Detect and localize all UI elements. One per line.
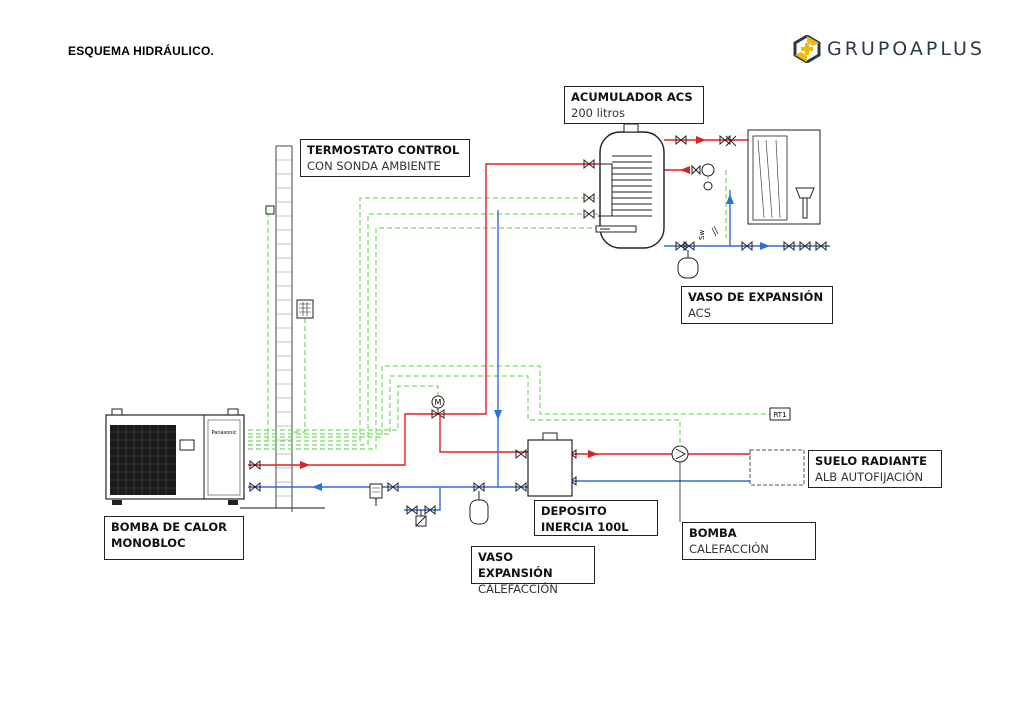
flow-arrow-icon — [760, 242, 770, 250]
valve-icon — [387, 481, 399, 493]
valve-icon — [249, 481, 261, 493]
flow-arrow-icon — [588, 450, 598, 458]
heat-pump-unit: Panasonic — [105, 408, 245, 505]
valve-icon — [799, 240, 811, 252]
label-termostato-control: TERMOSTATO CONTROL CON SONDA AMBIENTE — [300, 139, 470, 177]
filter — [369, 483, 383, 506]
label-vaso-expansion-calefaccion: VASO EXPANSIÓN CALEFACCIÓN — [471, 546, 595, 596]
heating-expansion-vessel — [469, 491, 489, 525]
label-vaso-expansion-acs: VASO DE EXPANSIÓN ACS — [681, 286, 833, 324]
label-suelo-radiante: SUELO RADIANTE ALB AUTOFIJACIÓN — [808, 450, 942, 488]
sw-tag: Sw — [698, 230, 706, 240]
drain — [415, 510, 427, 527]
dhw-tank — [595, 123, 665, 249]
valve-icon — [815, 240, 827, 252]
logo-text: GRUPOAPLUS — [827, 38, 985, 60]
valve-icon — [675, 134, 687, 146]
valve-icon — [683, 240, 695, 252]
rt1-tag: RT1 — [773, 411, 786, 419]
valve-icon — [719, 134, 731, 146]
flow-arrow-icon — [680, 166, 690, 174]
dhw-expansion-vessel — [677, 250, 699, 279]
label-deposito-inercia: DEPOSITO INERCIA 100L — [534, 500, 658, 536]
valve-icon — [783, 240, 795, 252]
valve-icon — [406, 504, 418, 516]
valve-icon — [583, 192, 595, 204]
dhw-components: Sw — [691, 135, 737, 240]
logo-mark-icon — [793, 35, 821, 63]
buffer-tank — [527, 432, 573, 497]
valve-icon — [424, 504, 436, 516]
valve-icon — [583, 158, 595, 170]
flow-arrow-icon — [696, 136, 706, 144]
underfloor-heating — [749, 449, 805, 486]
label-bomba-de-calor: BOMBA DE CALOR MONOBLOC — [104, 516, 244, 560]
flow-arrow-icon — [312, 483, 322, 491]
flow-arrow-icon — [726, 194, 734, 204]
valves — [249, 134, 827, 516]
motorized-valve: M — [431, 395, 445, 419]
valve-icon — [675, 240, 687, 252]
motor-tag: M — [435, 398, 442, 407]
page-title: ESQUEMA HIDRÁULICO. — [68, 44, 215, 58]
bathroom-fixtures — [747, 129, 821, 225]
valve-icon — [741, 240, 753, 252]
valve-icon — [515, 481, 527, 493]
valve-icon — [583, 208, 595, 220]
flow-arrow-icon — [300, 461, 310, 469]
flow-arrow-icon — [494, 410, 502, 420]
valve-icon — [249, 459, 261, 471]
label-acumulador-acs: ACUMULADOR ACS 200 litros — [564, 86, 704, 124]
control-wiring — [242, 166, 770, 450]
brand-label: Panasonic — [211, 430, 236, 436]
grupoaplus-logo: GRUPOAPLUS — [793, 32, 985, 66]
sensor-icon — [265, 205, 275, 215]
rt1-sensor: RT1 — [769, 407, 791, 421]
thermostat — [265, 205, 314, 319]
building-wall — [240, 145, 325, 512]
valve-icon — [473, 481, 485, 493]
valve-icon — [515, 448, 527, 460]
label-bomba-calefaccion: BOMBA CALEFACCIÓN — [682, 522, 816, 560]
heating-pump — [671, 445, 689, 522]
